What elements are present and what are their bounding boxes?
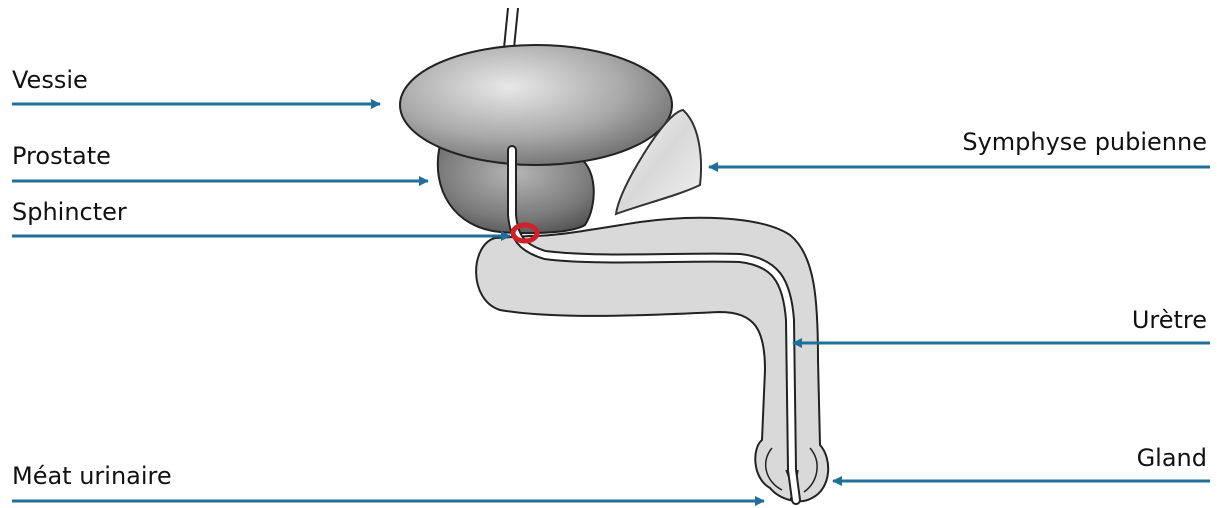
ureters: [504, 8, 518, 48]
label-prostate: Prostate: [12, 142, 111, 170]
label-vessie: Vessie: [12, 66, 88, 94]
label-symphyse-pubienne: Symphyse pubienne: [962, 128, 1207, 156]
label-sphincter: Sphincter: [12, 198, 127, 226]
label-gland: Gland: [1137, 444, 1207, 472]
label-meat-urinaire: Méat urinaire: [12, 462, 172, 490]
label-uretre: Urètre: [1132, 306, 1207, 334]
bladder-organ: [400, 45, 672, 165]
